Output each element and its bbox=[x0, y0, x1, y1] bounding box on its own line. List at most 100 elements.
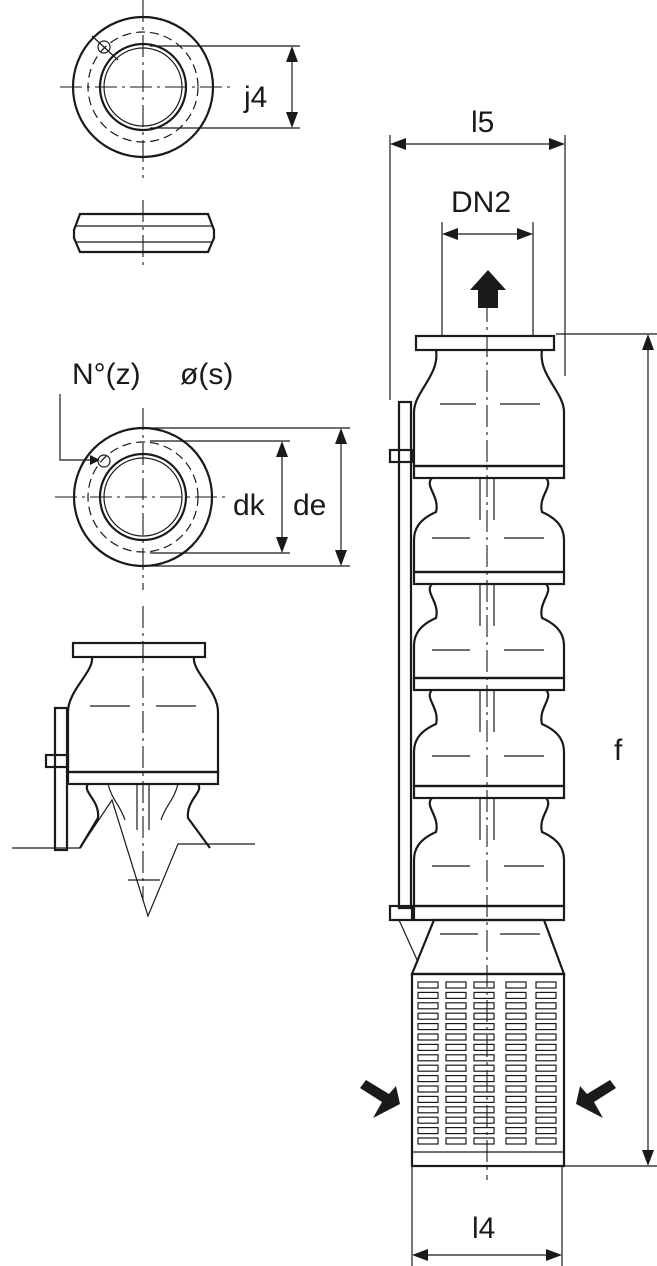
strainer-slot bbox=[473, 1054, 495, 1062]
strainer-slot bbox=[445, 1085, 467, 1093]
strainer-slot bbox=[535, 1074, 557, 1083]
strainer-slot bbox=[417, 1085, 439, 1093]
strainer-slot bbox=[473, 1116, 495, 1124]
label-dn2: DN2 bbox=[451, 186, 511, 219]
strainer-slot bbox=[473, 1126, 495, 1135]
strainer-slot bbox=[535, 1106, 557, 1114]
strainer-slot bbox=[473, 1033, 495, 1041]
strainer-slot bbox=[535, 1054, 557, 1062]
strainer-slot bbox=[445, 1106, 467, 1114]
strainer-slot bbox=[535, 1033, 557, 1041]
flange-base-view bbox=[55, 394, 350, 590]
strainer-slot bbox=[535, 1022, 557, 1031]
strainer-slot bbox=[535, 1116, 557, 1124]
strainer-slot bbox=[473, 991, 495, 1000]
strainer-slots bbox=[417, 981, 557, 1145]
strainer-slot bbox=[505, 1126, 527, 1135]
strainer-slot bbox=[473, 981, 495, 989]
label-l5: l5 bbox=[471, 106, 494, 139]
strainer-slot bbox=[417, 1022, 439, 1031]
strainer-slot bbox=[535, 1126, 557, 1135]
strainer-slot bbox=[473, 1074, 495, 1083]
strainer-slot bbox=[445, 1002, 467, 1010]
strainer-slot bbox=[505, 1116, 527, 1124]
strainer-slot bbox=[535, 1012, 557, 1020]
strainer-slot bbox=[445, 1074, 467, 1083]
strainer-slot bbox=[505, 1012, 527, 1020]
strainer-slot bbox=[445, 1095, 467, 1104]
strainer-slot bbox=[473, 1137, 495, 1145]
label-j4: j4 bbox=[243, 81, 267, 114]
strainer-slot bbox=[473, 1012, 495, 1020]
strainer-slot bbox=[417, 991, 439, 1000]
strainer-slot bbox=[505, 1064, 527, 1072]
label-o-s: ø(s) bbox=[180, 358, 233, 391]
strainer-slot bbox=[473, 1002, 495, 1010]
strainer-slot bbox=[535, 991, 557, 1000]
strainer-slot bbox=[505, 1074, 527, 1083]
strainer-slot bbox=[417, 1064, 439, 1072]
strainer-slot bbox=[445, 981, 467, 989]
strainer-slot bbox=[417, 981, 439, 989]
bolt-hole-icon bbox=[97, 40, 111, 54]
strainer-slot bbox=[417, 1095, 439, 1104]
strainer-slot bbox=[535, 1085, 557, 1093]
strainer-slot bbox=[417, 1012, 439, 1020]
strainer-slot bbox=[505, 1106, 527, 1114]
arrow-up-icon bbox=[470, 270, 506, 308]
strainer-slot bbox=[417, 1126, 439, 1135]
strainer-slot bbox=[535, 1002, 557, 1010]
strainer-slot bbox=[535, 1064, 557, 1072]
strainer-slot bbox=[535, 1095, 557, 1104]
strainer-slot bbox=[473, 1095, 495, 1104]
strainer-slot bbox=[535, 981, 557, 989]
strainer-slot bbox=[445, 1137, 467, 1145]
strainer-slot bbox=[445, 1033, 467, 1041]
strainer-slot bbox=[505, 1054, 527, 1062]
strainer-slot bbox=[505, 1022, 527, 1031]
strainer-slot bbox=[473, 1064, 495, 1072]
strainer-slot bbox=[445, 1012, 467, 1020]
strainer-slot bbox=[473, 1043, 495, 1052]
strainer-slot bbox=[505, 981, 527, 989]
flange-top-view bbox=[60, 0, 300, 178]
strainer-slot bbox=[445, 1043, 467, 1052]
strainer-slot bbox=[445, 991, 467, 1000]
arrow-inlet-left-icon bbox=[360, 1080, 400, 1118]
strainer-slot bbox=[445, 1064, 467, 1072]
strainer-slot bbox=[445, 1022, 467, 1031]
strainer-slot bbox=[445, 1054, 467, 1062]
arrow-inlet-right-icon bbox=[576, 1080, 616, 1118]
strainer-slot bbox=[417, 1074, 439, 1083]
strainer-slot bbox=[417, 1043, 439, 1052]
label-f: f bbox=[614, 734, 623, 767]
strainer-slot bbox=[473, 1022, 495, 1031]
strainer-slot bbox=[505, 1137, 527, 1145]
label-de: de bbox=[293, 489, 326, 522]
strainer-slot bbox=[473, 1106, 495, 1114]
strainer-slot bbox=[445, 1126, 467, 1135]
flange-side-view bbox=[72, 200, 216, 270]
bolt-hole-icon bbox=[97, 454, 111, 468]
strainer-slot bbox=[505, 1033, 527, 1041]
stage-detail bbox=[12, 606, 255, 918]
label-n-z: N°(z) bbox=[72, 358, 141, 391]
strainer-slot bbox=[417, 1054, 439, 1062]
strainer-slot bbox=[505, 1085, 527, 1093]
strainer-slot bbox=[417, 1106, 439, 1114]
label-dk: dk bbox=[233, 489, 266, 522]
strainer-slot bbox=[505, 991, 527, 1000]
strainer-slot bbox=[505, 1095, 527, 1104]
strainer-slot bbox=[445, 1116, 467, 1124]
strainer-slot bbox=[417, 1033, 439, 1041]
pump-assembly bbox=[360, 135, 657, 1266]
strainer-slot bbox=[473, 1085, 495, 1093]
strainer-slot bbox=[417, 1002, 439, 1010]
strainer-slot bbox=[417, 1137, 439, 1145]
strainer-slot bbox=[417, 1116, 439, 1124]
strainer-slot bbox=[535, 1137, 557, 1145]
label-l4: l4 bbox=[472, 1212, 495, 1245]
strainer-slot bbox=[535, 1043, 557, 1052]
strainer-slot bbox=[505, 1043, 527, 1052]
